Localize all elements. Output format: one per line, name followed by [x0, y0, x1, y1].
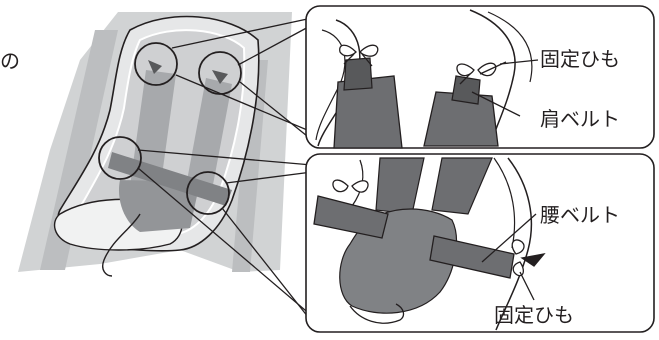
label-shoulder-belt: 肩ベルト — [540, 109, 620, 129]
left-edge-text: の — [0, 51, 20, 71]
fixing-knob-right — [452, 76, 480, 104]
fixing-knob-left — [344, 58, 372, 90]
bottom-detail-panel — [306, 154, 654, 332]
label-tie-top: 固定ひも — [540, 49, 620, 69]
label-waist-belt: 腰ベルト — [540, 205, 620, 225]
stroller-seat-overview — [18, 12, 292, 276]
label-tie-bottom: 固定ひも — [494, 305, 574, 325]
